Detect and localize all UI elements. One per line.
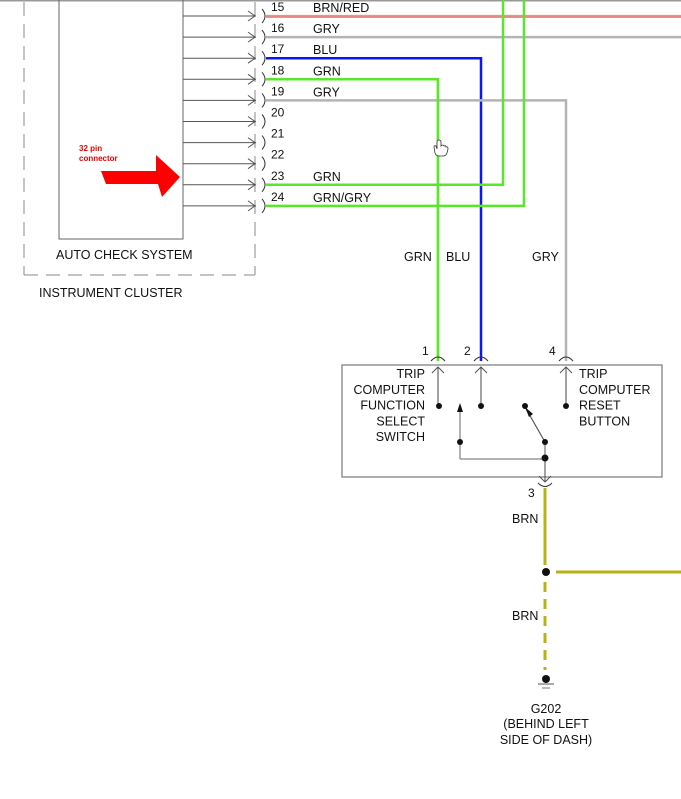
pin-number: 21 [271,127,285,141]
wire-label-gry: GRY [532,250,560,264]
pin-arrow-icon [247,52,256,64]
ground-location-2: SIDE OF DASH) [500,733,592,747]
pin-number: 23 [271,169,285,183]
wire-pin23-grn [266,0,505,187]
pin-number: 22 [271,148,285,162]
pin-arrow-icon [247,158,256,170]
pin-wire-label: GRN/GRY [313,191,372,205]
instrument-cluster-label: INSTRUMENT CLUSTER [39,286,183,300]
pin-arrow-icon [247,10,256,22]
pin-wire-label: BLU [313,43,337,57]
switch-pin-2: 2 [464,344,471,358]
pin-wire-label: GRN [313,170,341,184]
switch-pin-1: 1 [422,344,429,358]
pin-arrow-icon [247,179,256,191]
switch-left-label-line: SELECT [376,414,425,428]
pin-number: 18 [271,63,285,77]
connector-pin-row: 24 GRN/GRY [183,190,372,214]
pin-socket-icon [261,50,266,66]
switch-left-label-line: TRIP [397,367,425,381]
switch-right-label-line: COMPUTER [579,383,651,397]
ground-wire-label-lower: BRN [512,609,538,623]
switch-contact-dots [436,403,569,462]
switch-right-label-line: BUTTON [579,414,630,428]
connector-pin-row: 20 [183,106,285,129]
ground-icon [538,675,554,689]
connector-pin-row: 19 GRY [183,84,341,108]
pin-number: 19 [271,84,285,98]
pin-socket-icon [261,156,266,172]
switch-left-label-line: FUNCTION [360,399,425,413]
red-arrow-icon [101,155,180,197]
connector-pin-row: 17 BLU [183,42,337,66]
switch-right-label-line: RESET [579,399,621,413]
pin-number: 15 [271,0,285,14]
pin-arrow-icon [247,94,256,106]
pin-number: 20 [271,106,285,120]
wire-pin19-gry [266,99,568,361]
ground-location-1: (BEHIND LEFT [503,717,589,731]
wire-label-grn: GRN [404,250,432,264]
pin-socket-icon [261,93,266,108]
pin-socket-icon [261,71,266,87]
instrument-cluster-outline [23,2,256,276]
pin-socket-icon [261,114,266,129]
pin-arrow-icon [247,73,256,85]
pin-arrow-icon [247,200,256,212]
pin-arrow-icon [247,31,256,43]
wire-pin17-blu [266,56,483,361]
pin-socket-icon [261,135,266,150]
pin-number: 17 [271,42,285,56]
wire-pin24-grn-gry [266,0,526,208]
pin-socket-icon [261,198,266,214]
pin-arrow-icon [247,116,256,127]
callout-line2: connector [79,154,118,163]
pin-arrow-icon [247,137,256,149]
wire-pin18-grn [266,78,440,361]
pin-wire-label: GRY [313,85,341,99]
switch-right-label-line: TRIP [579,367,607,381]
hand-cursor-icon [433,139,449,157]
pin-wire-label: GRN [313,64,341,78]
switch-pin-4: 4 [549,344,556,358]
connector-pin-row: 15 BRN/RED [183,0,369,24]
switch-left-label-line: COMPUTER [353,383,425,397]
ground-wire-label-upper: BRN [512,512,538,526]
switch-left-label-line: SWITCH [376,430,425,444]
switch-pin-3: 3 [528,486,535,500]
ground-circuit [542,488,681,670]
pin-number: 24 [271,190,285,204]
callout-line1: 32 pin [79,144,102,153]
pin-socket-icon [261,8,266,24]
ground-id: G202 [531,702,562,716]
pin-wire-label: GRY [313,22,341,36]
connector-pin-row: 23 GRN [183,169,341,193]
pin-socket-icon [261,177,266,193]
connector-pin-row: 16 GRY [183,21,341,45]
pin-number: 16 [271,21,285,35]
splice-dot [542,568,550,576]
pin-socket-icon [261,29,266,45]
wire-label-blu: BLU [446,250,470,264]
auto-check-system-label: AUTO CHECK SYSTEM [56,248,193,262]
connector-pin-row: 18 GRN [183,63,341,87]
auto-check-system-box [58,0,184,240]
connector-pin-row: 21 [183,127,285,150]
pin-wire-label: BRN/RED [313,1,369,15]
connector-pin-row: 22 [183,148,285,172]
wires [266,0,681,361]
